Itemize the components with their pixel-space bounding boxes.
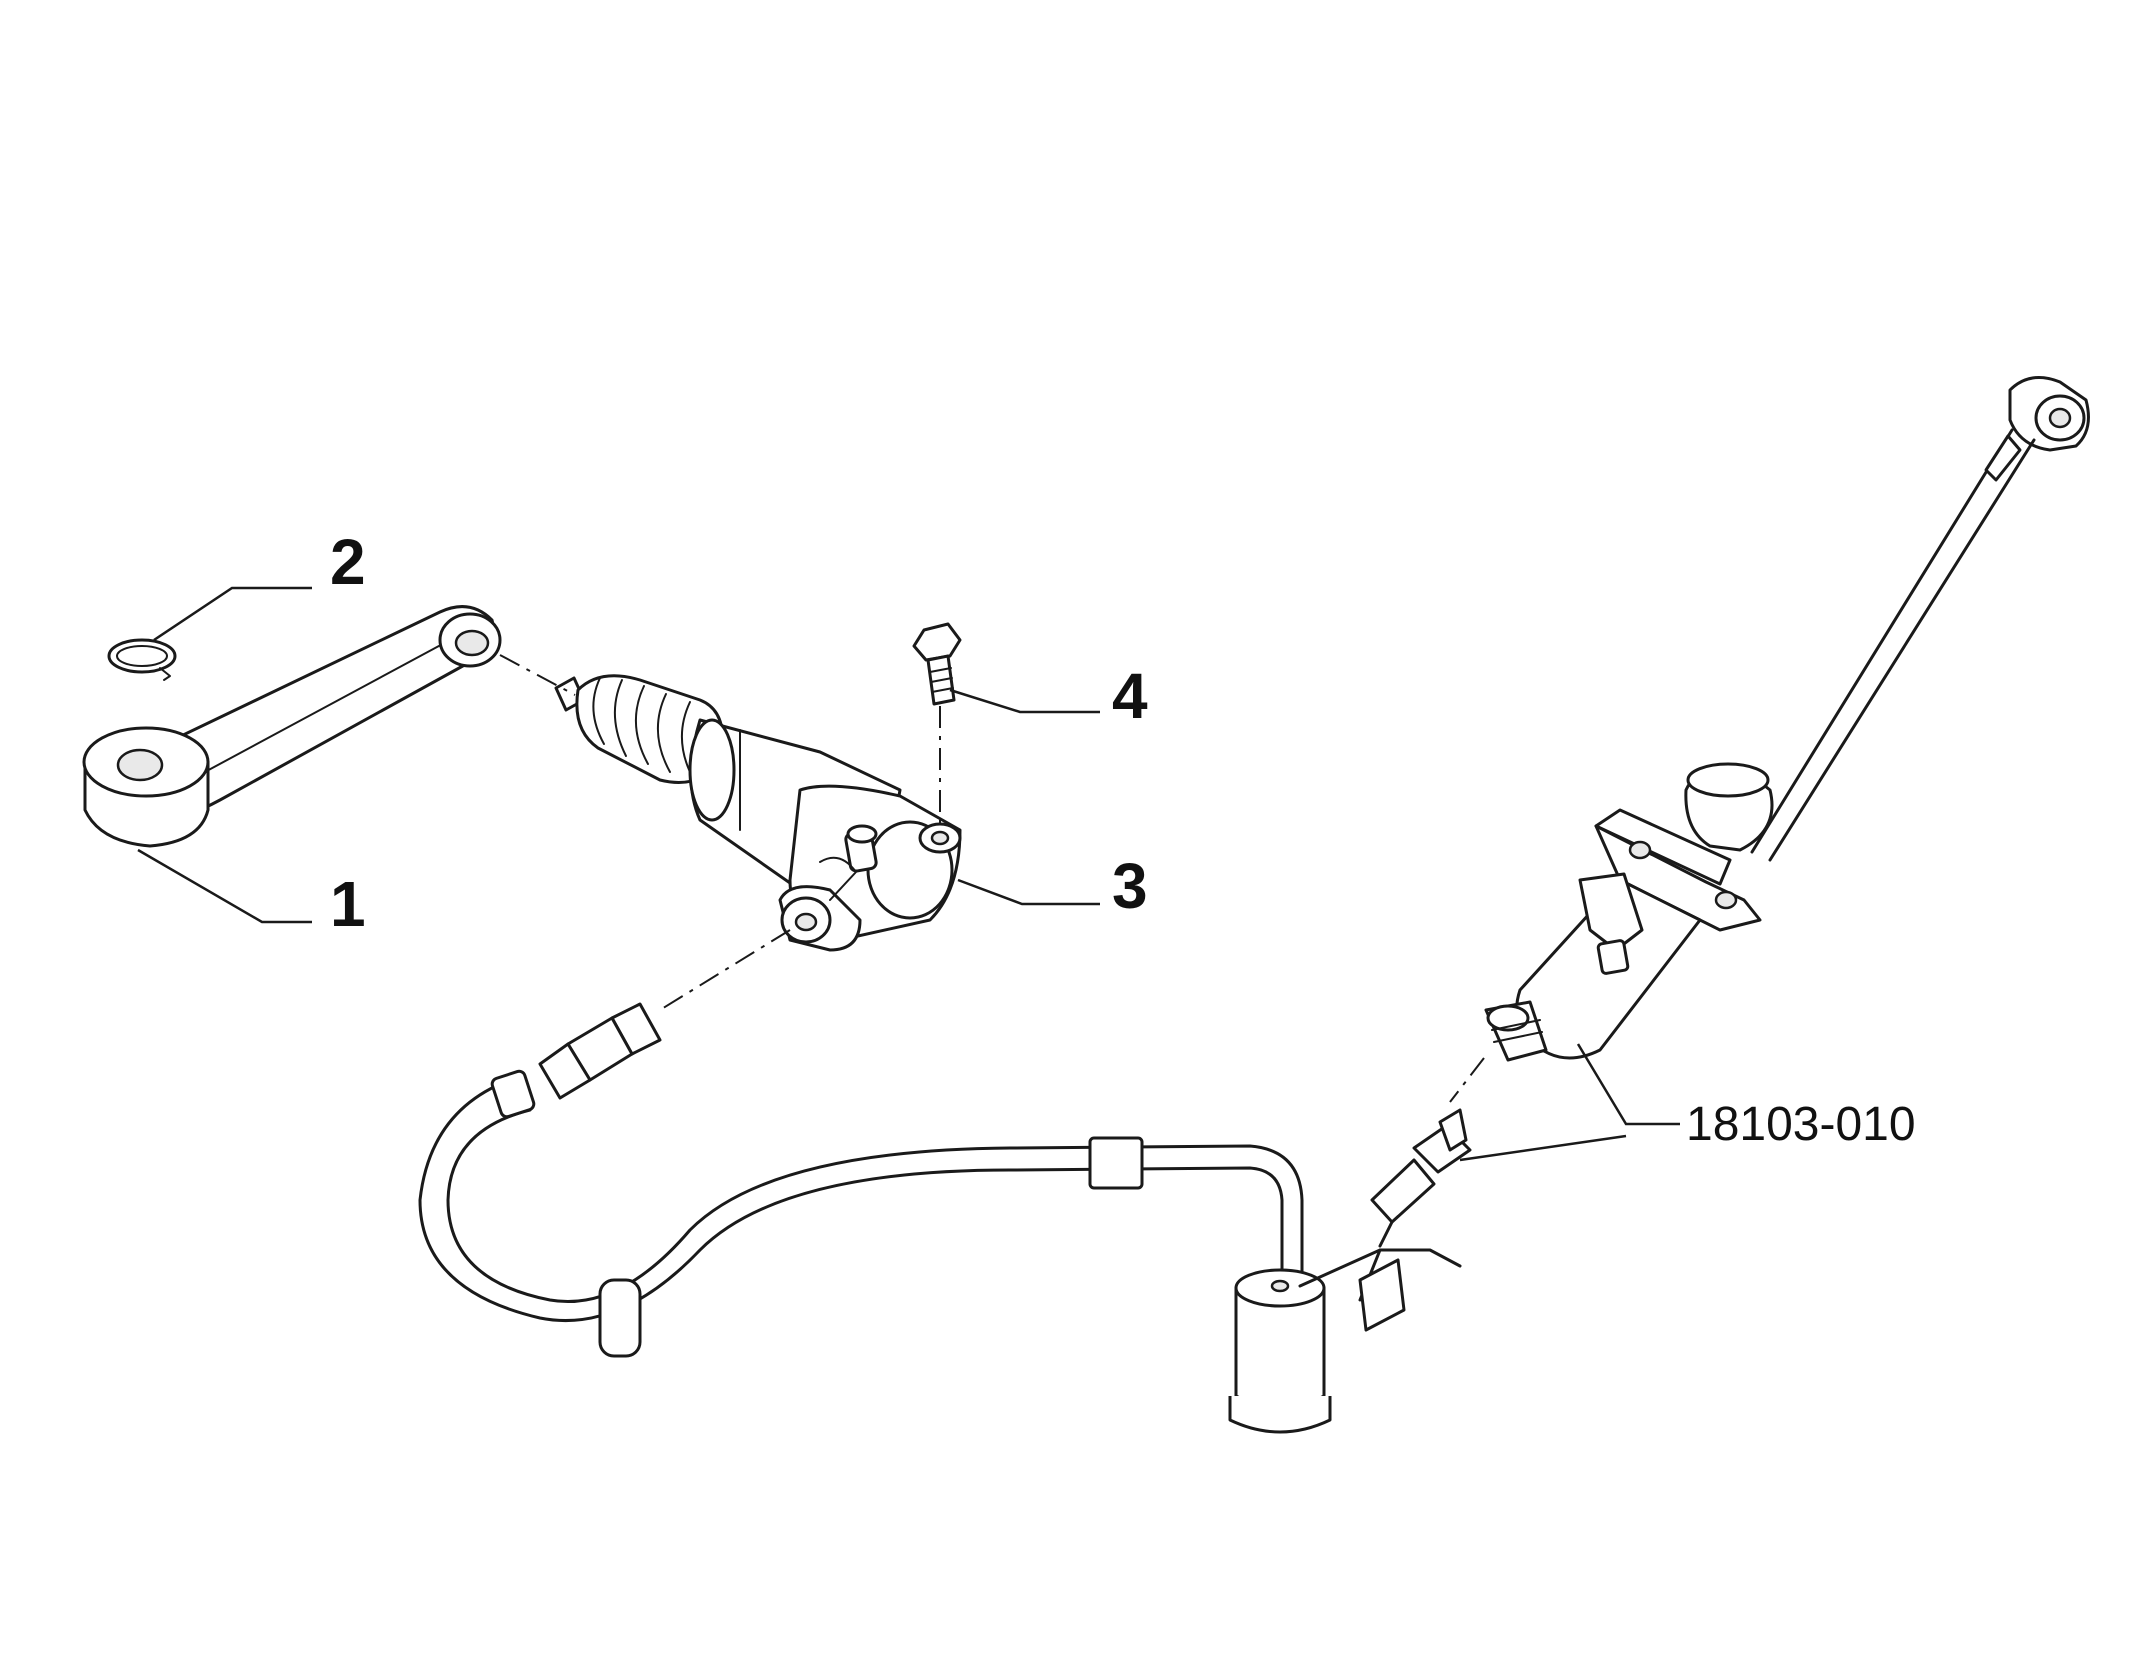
clutch-slave-cylinder	[554, 674, 962, 952]
master-hose-fitting	[1370, 1108, 1472, 1248]
retaining-circlip	[107, 638, 177, 681]
hydraulic-hose	[418, 1002, 1462, 1434]
clutch-master-cylinder	[1484, 376, 2090, 1062]
release-fork-lever	[82, 605, 502, 848]
mounting-bolt	[912, 622, 962, 706]
callout-2: 2	[330, 526, 366, 598]
callout-4: 4	[1112, 660, 1148, 732]
callout-1: 1	[330, 868, 366, 940]
assembly-axis-lines	[499, 654, 1485, 1103]
callout-3: 3	[1112, 850, 1148, 922]
leader-lines	[137, 586, 1680, 1162]
callout-assembly-ref: 18103-010	[1686, 1098, 1916, 1151]
